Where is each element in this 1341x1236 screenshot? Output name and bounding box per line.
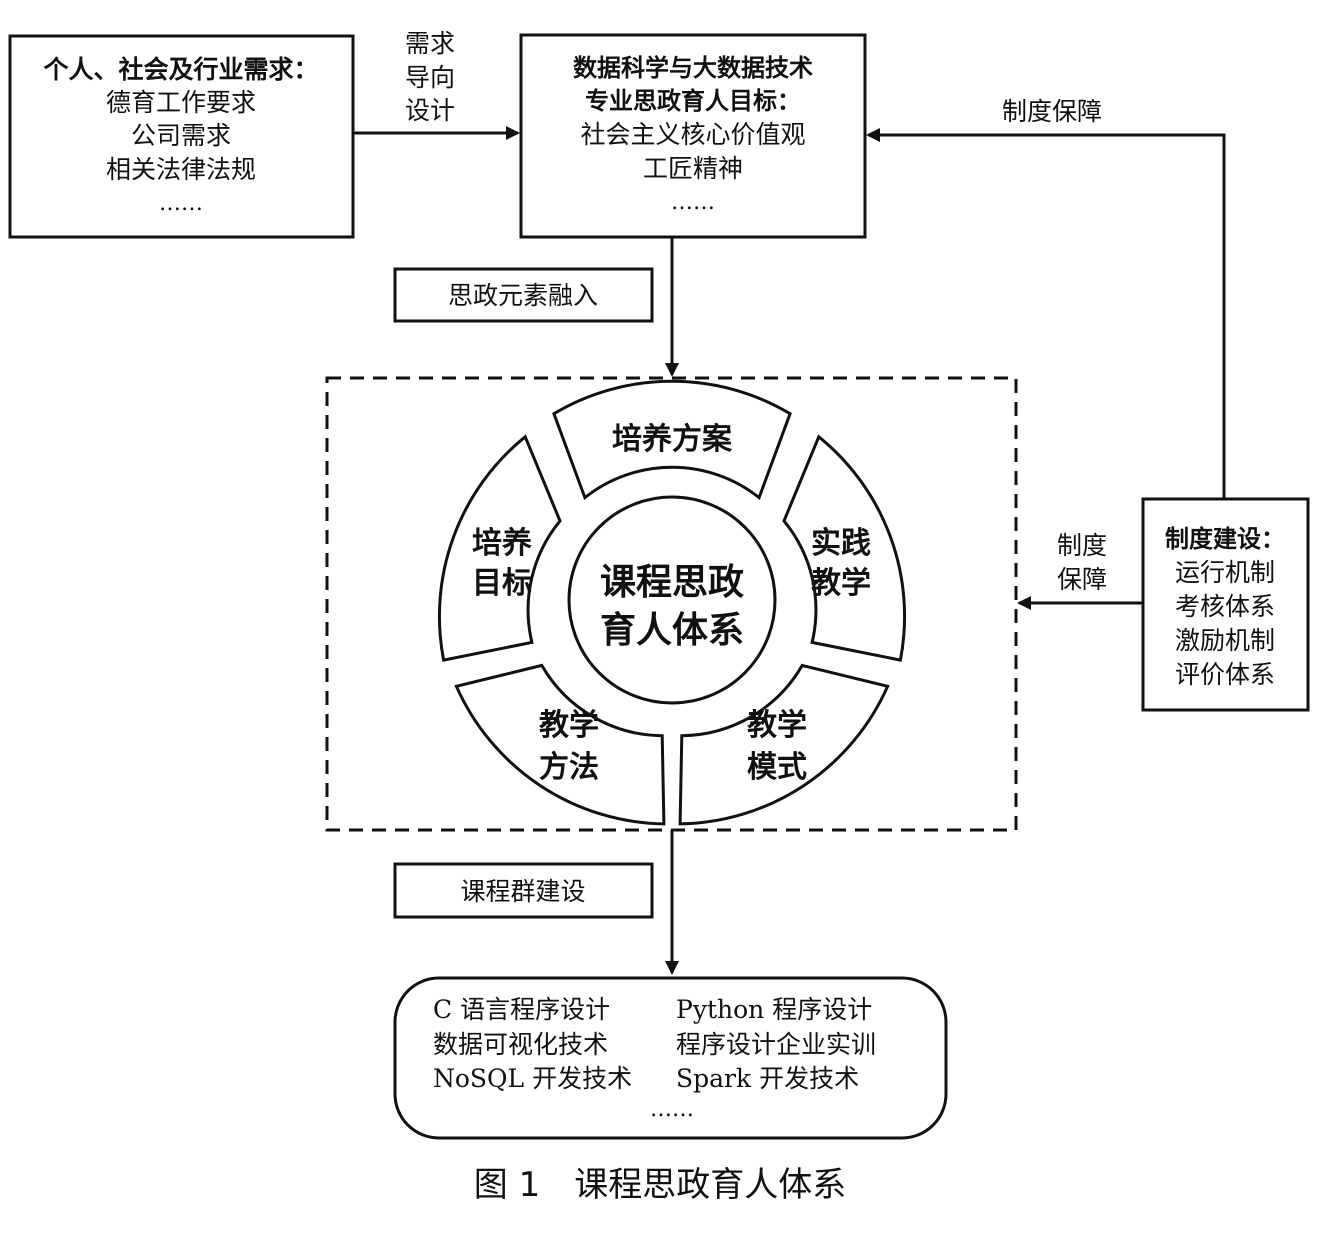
demand-box-line: 相关法律法规 xyxy=(106,155,256,184)
sector-right-label: 教学 xyxy=(811,566,871,601)
system-to-goal-arrow xyxy=(866,128,1226,499)
sector-training-plan xyxy=(552,379,792,501)
side-guarantee-label-line: 制度 xyxy=(1057,531,1107,560)
demand-arrow-label-line: 设计 xyxy=(405,96,455,125)
system-box-line: 考核体系 xyxy=(1175,592,1275,621)
integrate-label-frame xyxy=(393,267,654,323)
system-box-title: 制度建设： xyxy=(1165,525,1285,553)
sector-left-label: 目标 xyxy=(472,566,532,601)
goal-box-title: 专业思政育人目标： xyxy=(585,87,801,115)
sector-right-label: 实践 xyxy=(811,526,871,561)
system-box: 制度建设： 运行机制 考核体系 激励机制 评价体系 xyxy=(1141,497,1310,712)
course-item: Spark 开发技术 xyxy=(676,1064,859,1093)
demand-box-line: 公司需求 xyxy=(131,121,231,150)
education-ring: 课程思政 育人体系 培养方案 实践 教学 教学 模式 教学 方法 培养 目标 xyxy=(438,379,906,826)
system-box-frame xyxy=(1141,497,1310,712)
sector-bottom-right-label: 教学 xyxy=(747,708,807,743)
system-box-line: 运行机制 xyxy=(1175,558,1275,587)
courses-box-frame xyxy=(393,976,948,1140)
integrate-label-box: 思政元素融入 xyxy=(393,267,654,323)
demand-box: 个人、社会及行业需求： 德育工作要求 公司需求 相关法律法规 …… xyxy=(8,34,355,239)
courses-box: C 语言程序设计 Python 程序设计 数据可视化技术 程序设计企业实训 No… xyxy=(393,976,948,1140)
course-item: 程序设计企业实训 xyxy=(676,1030,876,1059)
demand-arrow-label-line: 导向 xyxy=(405,63,455,92)
center-label-line: 课程思政 xyxy=(600,562,744,603)
goal-box-frame xyxy=(519,33,867,239)
sector-bottom-right-label: 模式 xyxy=(747,750,807,785)
sector-training-goal xyxy=(438,434,562,662)
side-guarantee-label-line: 保障 xyxy=(1057,565,1107,594)
course-group-label-box: 课程群建设 xyxy=(393,862,654,919)
sector-practice-teaching xyxy=(782,434,906,662)
system-box-line: 激励机制 xyxy=(1175,626,1275,655)
figure-caption: 图 1 课程思政育人体系 xyxy=(474,1165,846,1205)
sector-bottom-left-label: 方法 xyxy=(539,750,599,785)
system-box-line: 评价体系 xyxy=(1175,660,1275,689)
goal-box: 数据科学与大数据技术 专业思政育人目标： 社会主义核心价值观 工匠精神 …… xyxy=(519,33,867,239)
goal-box-line: 社会主义核心价值观 xyxy=(580,120,805,149)
sector-teaching-mode xyxy=(678,663,890,826)
demand-box-frame xyxy=(8,34,355,239)
course-item: 数据可视化技术 xyxy=(433,1030,608,1059)
center-label-line: 育人体系 xyxy=(600,610,744,651)
goal-box-ellipsis: …… xyxy=(671,190,715,215)
top-guarantee-label: 制度保障 xyxy=(1002,97,1102,126)
course-group-label: 课程群建设 xyxy=(460,877,585,906)
demand-box-line: 德育工作要求 xyxy=(106,88,256,117)
goal-box-title: 数据科学与大数据技术 xyxy=(573,54,813,82)
demand-box-title: 个人、社会及行业需求： xyxy=(43,55,318,84)
sector-left-label: 培养 xyxy=(472,526,532,561)
integrate-label: 思政元素融入 xyxy=(448,281,598,310)
sector-teaching-method xyxy=(454,663,666,826)
course-item: NoSQL 开发技术 xyxy=(433,1064,632,1093)
demand-box-ellipsis: …… xyxy=(159,191,203,216)
demand-arrow-label-line: 需求 xyxy=(405,29,455,58)
goal-box-line: 工匠精神 xyxy=(643,154,743,183)
sector-top-label: 培养方案 xyxy=(612,422,733,457)
course-item: Python 程序设计 xyxy=(676,995,872,1024)
course-item: C 语言程序设计 xyxy=(433,995,610,1024)
course-group-label-frame xyxy=(393,862,654,919)
sector-bottom-left-label: 教学 xyxy=(539,708,599,743)
courses-ellipsis: …… xyxy=(650,1097,694,1122)
center-circle xyxy=(567,495,777,705)
